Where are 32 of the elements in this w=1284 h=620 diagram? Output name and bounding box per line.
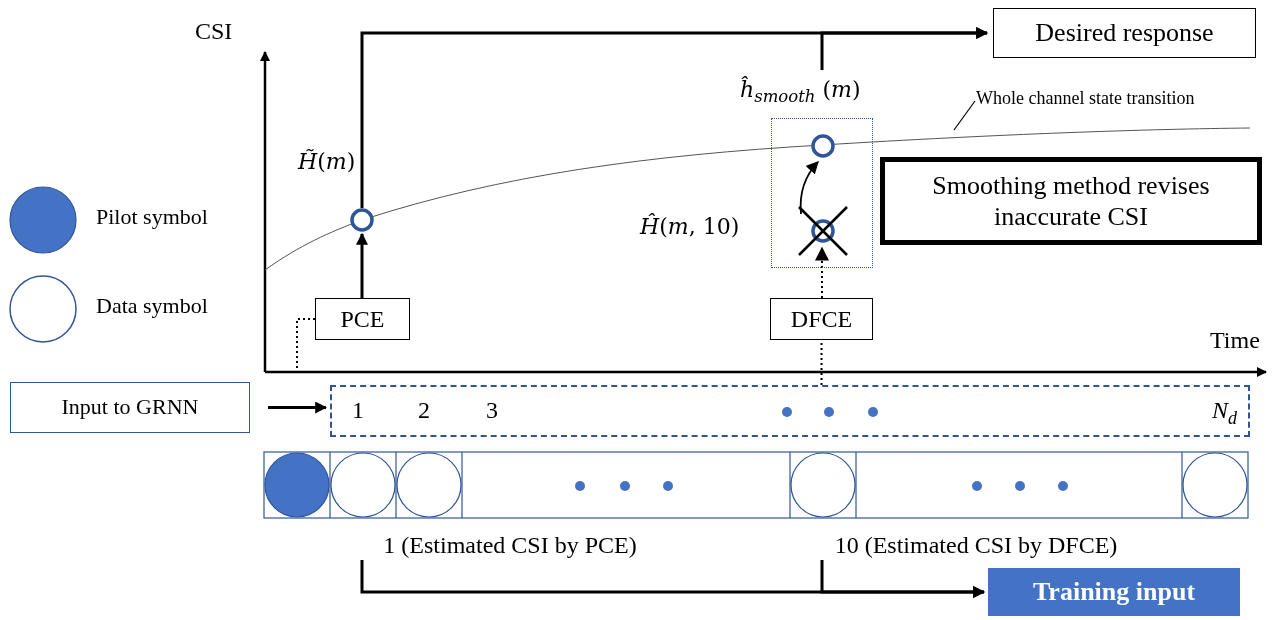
arrow (820, 560, 986, 598)
symbol-index: 2 (418, 397, 430, 424)
arrow (815, 246, 829, 299)
axis-label: CSI (195, 18, 233, 45)
legend-label: Data symbol (96, 294, 208, 319)
arrow (356, 232, 368, 298)
axis-label: Time (1210, 327, 1260, 354)
math-label: H̃(m) (298, 150, 356, 175)
target-box: Desired response (993, 8, 1256, 58)
discarded-estimate-icon (797, 205, 849, 257)
index-caption: 10 (Estimated CSI by DFCE) (796, 530, 1156, 560)
process-box: PCE (315, 298, 410, 340)
symbol-index: N$_{d}$ (1212, 397, 1237, 429)
legend-label: Pilot symbol (96, 205, 208, 230)
smoothing-region (771, 118, 873, 268)
estimate-circle (350, 208, 374, 232)
math-label: ĥ$_{smooth}$ (m) (740, 78, 861, 107)
curve-label: Whole channel state transition (976, 86, 1261, 112)
process-box: DFCE (770, 298, 873, 340)
arrow (799, 161, 819, 215)
output-box: Training input (988, 568, 1240, 616)
input-box: Input to GRNN (10, 382, 250, 433)
arrow (820, 27, 989, 70)
leader-line (953, 100, 976, 131)
index-caption: 1 (Estimated CSI by PCE) (340, 530, 680, 560)
symbol-index: 1 (352, 397, 364, 424)
arrow (268, 401, 328, 414)
smoothed-circle (811, 134, 835, 158)
symbol-index: 3 (486, 397, 498, 424)
math-label: Ĥ(m, 10) (640, 215, 740, 240)
symbol-index-band (330, 385, 1250, 437)
note-box: Smoothing method revises inaccurate CSI (880, 157, 1262, 245)
